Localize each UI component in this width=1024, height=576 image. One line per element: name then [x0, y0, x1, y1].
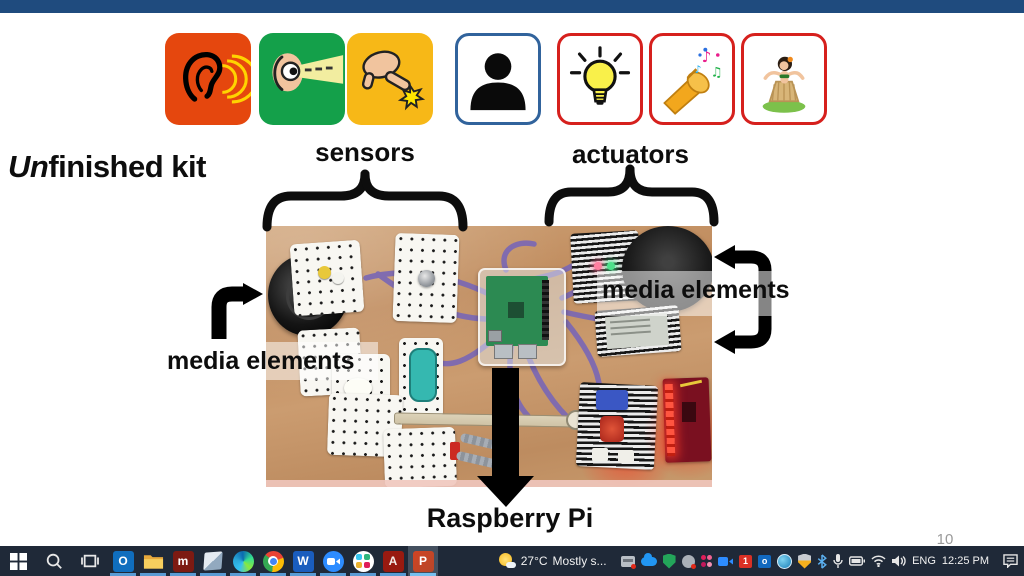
pi-gpio-header — [542, 280, 549, 340]
acrobat-icon: A — [382, 550, 404, 572]
actuators-label: actuators — [571, 139, 690, 169]
svg-text:♪: ♪ — [695, 63, 702, 76]
pink-led — [594, 262, 602, 270]
media-right-band — [597, 271, 812, 316]
tray-onedrive-icon[interactable] — [640, 552, 657, 566]
start-button[interactable] — [0, 546, 36, 576]
task-view-icon — [81, 554, 99, 568]
tray-audio-device-icon[interactable] — [681, 554, 696, 569]
file-explorer-icon — [143, 555, 163, 569]
light-bulb-icon — [557, 33, 643, 125]
weather-widget[interactable]: 27°C Mostly s... — [498, 553, 607, 569]
tray-pinwheel-icon[interactable] — [700, 555, 713, 567]
edge-icon — [232, 550, 254, 572]
taskbar-app-zoom[interactable] — [318, 546, 348, 576]
search-icon — [46, 553, 62, 569]
tray-wifi-icon[interactable] — [871, 555, 886, 567]
eink-screen — [604, 312, 670, 350]
tray-outlook-icon[interactable]: o — [758, 554, 772, 568]
pi-ethernet-port — [488, 330, 502, 342]
sensors-brace — [262, 169, 468, 232]
touching-hand-icon — [347, 33, 433, 125]
window-top-bar — [0, 0, 1024, 13]
outlook-icon: O — [112, 550, 134, 572]
taskbar-apps: O m — [0, 546, 438, 576]
taskbar-app-outlook[interactable]: O — [108, 546, 138, 576]
tray-shield-alert-icon[interactable] — [798, 553, 812, 569]
sensors-label: sensors — [315, 137, 415, 167]
sound-horn-music-icon: ♪ ♫ ♪ — [649, 33, 735, 125]
teal-board — [409, 348, 437, 402]
svg-text:♪: ♪ — [702, 48, 712, 66]
taskbar-app-moodle[interactable]: m — [168, 546, 198, 576]
taskbar-app-powerpoint[interactable]: P — [408, 546, 438, 576]
white-connector — [592, 448, 608, 461]
taskbar: O m — [0, 546, 1024, 576]
chrome-icon — [262, 550, 284, 572]
servo-motor — [596, 390, 628, 410]
weather-condition: Mostly s... — [552, 554, 607, 568]
pi-chip — [508, 302, 524, 318]
taskbar-app-slack[interactable] — [348, 546, 378, 576]
taskbar-app-photos[interactable] — [198, 546, 228, 576]
zoom-camera-icon — [322, 550, 344, 572]
photos-icon — [203, 551, 223, 571]
metal-knob — [418, 270, 435, 287]
word-icon: W — [292, 550, 314, 572]
slide-title-rest: finished kit — [48, 149, 206, 184]
slack-icon — [352, 550, 374, 572]
pi-usb-port — [518, 344, 537, 359]
moisture-connector — [450, 442, 460, 460]
moodle-icon: m — [172, 550, 194, 572]
slide-title: Unfinished kit — [8, 149, 206, 185]
taskbar-app-chrome[interactable] — [258, 546, 288, 576]
kit-photo — [266, 226, 712, 487]
action-center-icon[interactable] — [1003, 554, 1018, 568]
media-elements-left-label: media elements — [167, 347, 355, 375]
raspberry-pi-label: Raspberry Pi — [426, 503, 594, 533]
photo-bottom-edge — [266, 480, 712, 487]
taskbar-app-word[interactable]: W — [288, 546, 318, 576]
green-led — [607, 262, 615, 270]
taskbar-clock[interactable]: 12:25 PM — [941, 555, 989, 567]
task-view-button[interactable] — [72, 546, 108, 576]
tray-calendar-icon[interactable]: 1 — [739, 554, 753, 568]
media-left-arrow — [211, 283, 263, 339]
slide-page-number: 10 — [936, 531, 954, 548]
windows-logo-icon — [9, 552, 27, 570]
search-button[interactable] — [36, 546, 72, 576]
white-button — [332, 272, 344, 284]
hula-dancer-icon — [741, 33, 827, 125]
tray-bluetooth-icon[interactable] — [817, 553, 827, 569]
tray-device-icon[interactable] — [620, 555, 636, 569]
yellow-button — [318, 266, 331, 279]
taskbar-tray: 27°C Mostly s... — [498, 546, 1024, 576]
media-left-band — [160, 342, 378, 380]
weather-sun-cloud-icon — [498, 553, 516, 569]
tray-video-camera-icon[interactable] — [718, 556, 734, 567]
weather-temp: 27°C — [520, 554, 548, 568]
actuators-brace — [544, 164, 719, 227]
moisture-patch — [382, 426, 458, 487]
media-elements-right-label: media elements — [602, 276, 790, 304]
taskbar-app-acrobat[interactable]: A — [378, 546, 408, 576]
hearing-ear-icon — [165, 33, 251, 125]
svg-text:♫: ♫ — [711, 65, 723, 80]
tray-volume-icon[interactable] — [892, 555, 906, 567]
tray-microphone-icon[interactable] — [833, 554, 843, 568]
language-indicator[interactable]: ENG — [912, 555, 936, 567]
taskbar-app-file-explorer[interactable] — [138, 546, 168, 576]
red-coil — [600, 416, 624, 442]
mcu-chip — [682, 402, 696, 422]
user-silhouette-icon — [455, 33, 541, 125]
tray-defender-icon[interactable] — [662, 553, 676, 569]
white-connector — [618, 450, 634, 463]
taskbar-app-edge[interactable] — [228, 546, 258, 576]
powerpoint-icon: P — [412, 550, 434, 572]
slide-title-italic: Un — [8, 149, 49, 184]
pi-usb-port — [494, 344, 513, 359]
tray-globe-icon[interactable] — [777, 553, 793, 569]
tray-battery-icon[interactable] — [849, 556, 866, 566]
seeing-eye-icon — [259, 33, 345, 125]
